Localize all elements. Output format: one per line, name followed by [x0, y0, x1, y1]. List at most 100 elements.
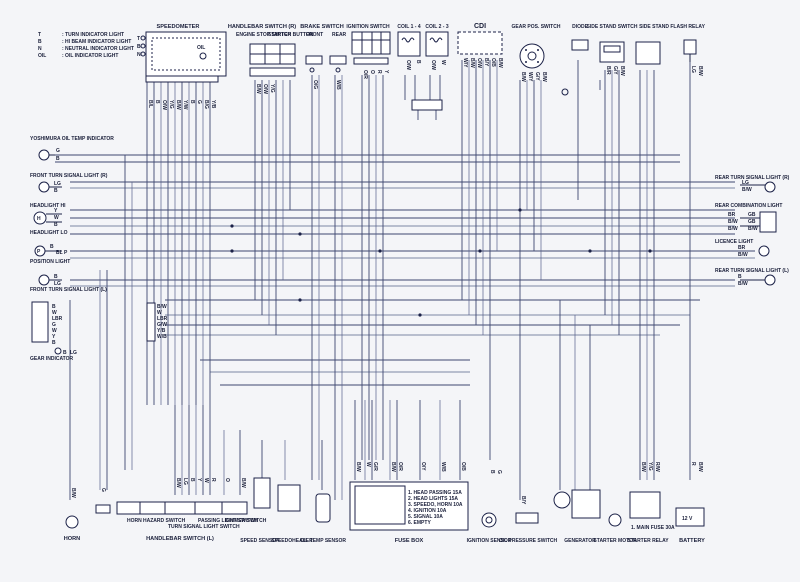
speedometer: SPEEDOMETER T B N OIL — [137, 24, 227, 83]
gear-pos-switch-label: GEAR POS. SWITCH — [512, 24, 561, 30]
legend-desc-oil: : OIL INDICATOR LIGHT — [62, 53, 118, 59]
wire-code: B/W — [175, 478, 181, 488]
wire-code: Y — [196, 478, 202, 482]
wire-code: Y/B — [210, 100, 216, 109]
fuse-item-4: 4. IGNITION 10A — [408, 508, 447, 514]
wire-code: B/W — [748, 226, 758, 232]
wire-code: Y — [54, 208, 58, 214]
wire-code: Y — [383, 70, 389, 74]
legend-key-b: B — [38, 39, 42, 45]
brake-switch-label: BRAKE SWITCH — [300, 24, 344, 30]
wire-code: B/W — [541, 72, 547, 82]
wire-code: G — [52, 322, 56, 328]
headlight-hi-label: HEADLIGHT HI — [30, 203, 66, 209]
wire-code: G/Y — [612, 66, 618, 75]
wire-code: Y — [52, 334, 56, 340]
diode: DIODE — [561, 24, 589, 96]
starter-relay-label: STARTER RELAY — [627, 538, 669, 544]
wire-code: O/R — [397, 462, 403, 471]
brake-switch: BRAKE SWITCH FRONT REAR — [300, 24, 347, 73]
wire-code: Y/G — [269, 84, 275, 93]
wire-code: W — [203, 478, 209, 483]
wire-code: B/W — [520, 72, 526, 82]
wire-code: B/W — [497, 58, 503, 68]
wire-code: W — [440, 60, 446, 65]
diode-label: DIODE — [572, 24, 589, 30]
handlebar-switch-r-label: HANDLEBAR SWITCH (R) — [228, 24, 296, 30]
wire-code: LG — [70, 350, 77, 356]
wire-code: B/W — [240, 478, 246, 488]
wire-code: G/W — [157, 322, 167, 328]
wire-code: R — [376, 70, 382, 74]
wire-code: B/W — [738, 252, 748, 258]
wire-code: LBR — [157, 316, 168, 322]
wire-code: G — [196, 100, 202, 104]
wire-code: O/Y — [420, 462, 426, 471]
wire-code: O/W — [430, 60, 436, 70]
rear-turn-l-label: REAR TURN SIGNAL LIGHT (L) — [715, 268, 789, 274]
oil-temp-sensor-label: OIL TEMP SENSOR — [300, 538, 346, 544]
wire-code: B/W — [157, 304, 167, 310]
horn-switch-label: HORN — [127, 518, 142, 524]
wire-code: B/W — [738, 281, 748, 287]
speed-sensor-label: SPEED SENSOR — [240, 538, 280, 544]
wire-code: Y/B — [157, 328, 166, 334]
right-components: REAR TURN SIGNAL LIGHT (R) REAR COMBINAT… — [715, 175, 790, 286]
wire-code-labels: G B LG B Y W B B BL P B LG B W LBR G W Y… — [50, 148, 758, 356]
wire-code: B — [63, 350, 67, 356]
wire-code: W/Y — [527, 72, 533, 82]
coil-14-label: COIL 1 - 4 — [397, 24, 420, 30]
wire-code: B/L — [147, 100, 153, 108]
wire-code: W/B — [157, 334, 167, 340]
battery-voltage: 12 V — [682, 516, 693, 522]
wire-code: B/W — [619, 66, 625, 76]
wire-code: B/W — [640, 462, 646, 472]
wire-code: O/W — [262, 84, 268, 94]
wire-code: B — [489, 470, 495, 474]
ignition-sensor-label: IGNITION SENSOR — [467, 538, 512, 544]
wire-code: B/G — [203, 100, 209, 109]
wire-code: B/W — [728, 219, 738, 225]
starter-button-label: STARTER BUTTON — [268, 32, 314, 38]
wire-code: R/W — [654, 462, 660, 472]
wire-code: G — [56, 148, 60, 154]
position-light-label: POSITION LIGHT — [30, 259, 70, 265]
cdi-label: CDI — [474, 23, 486, 30]
wire-code: G/Y — [534, 72, 540, 81]
wire-code: W/B — [440, 462, 446, 472]
wire-code: W — [52, 328, 57, 334]
handlebar-switch-r: HANDLEBAR SWITCH (R) ENGINE STOP SWITCH … — [228, 24, 314, 77]
wire-code: B/W — [355, 462, 361, 472]
wire-code: B/W — [697, 462, 703, 472]
wire-code: LG — [54, 281, 61, 287]
wire-code: B — [54, 222, 58, 228]
handlebar-switch-l-label: HANDLEBAR SWITCH (L) — [146, 536, 214, 542]
wire-code: B — [56, 156, 60, 162]
wire-code: B/Y — [520, 496, 526, 505]
wire-code: O/W — [161, 100, 167, 110]
speedo-letter-t: T — [137, 36, 140, 42]
wire-code: B/W — [728, 226, 738, 232]
wire-code: BR — [728, 212, 736, 218]
wire-code: LG — [54, 181, 61, 187]
wire-code: B/Y — [483, 58, 489, 67]
fuse-item-2: 2. HEAD LIGHTS 15A — [408, 496, 458, 502]
licence-light-label: LICENCE LIGHT — [715, 239, 753, 245]
wire-code: W/B — [335, 80, 341, 90]
wire-code: B — [52, 340, 56, 346]
headlight-letter: H — [37, 216, 41, 222]
wire-code: BL — [56, 250, 63, 256]
side-stand-flash-relay-label: SIDE STAND FLASH RELAY — [639, 24, 706, 30]
wire-code: BR — [738, 245, 746, 251]
dimmer-switch-label: DIMMER SWITCH — [225, 518, 267, 524]
headlight-lo-label: HEADLIGHT LO — [30, 230, 68, 236]
wire-code: R — [690, 462, 696, 466]
starter-motor-label: STARTER MOTOR — [593, 538, 637, 544]
wire-code: B/W — [390, 462, 396, 472]
engine-stop-switch-label: ENGINE STOP SWITCH — [236, 32, 291, 38]
side-stand-flash-relay: SIDE STAND FLASH RELAY — [635, 24, 706, 65]
front-turn-r-label: FRONT TURN SIGNAL LIGHT (R) — [30, 173, 108, 179]
rear-turn-r-label: REAR TURN SIGNAL LIGHT (R) — [715, 175, 790, 181]
fuse-item-3: 3. SPEEDO, HORN 10A — [408, 502, 463, 508]
